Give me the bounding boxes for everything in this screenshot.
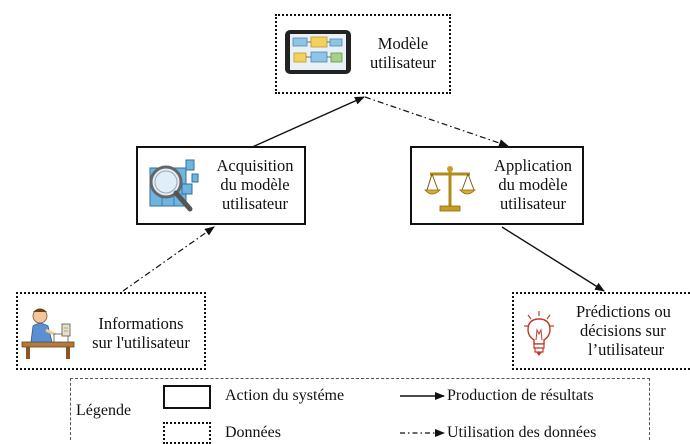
- node-application: Application du modèle utilisateur: [410, 146, 584, 225]
- node-predictions-label: Prédictions ou décisions sur l’utilisate…: [576, 302, 671, 359]
- edge-info-to-acquisition: [122, 226, 215, 292]
- scales-icon: [424, 164, 476, 219]
- person-at-desk-icon: [20, 302, 78, 365]
- lightbulb-icon: [524, 310, 554, 363]
- legend-result-production-label: Production de résultats: [447, 387, 594, 404]
- node-user-info: Informations sur l'utilisateur: [16, 292, 206, 370]
- node-acquisition: Acquisition du modèle utilisateur: [136, 146, 306, 225]
- node-user-model: Modèle utilisateur: [275, 14, 451, 94]
- node-application-label: Application du modèle utilisateur: [494, 156, 572, 213]
- node-predictions: Prédictions ou décisions sur l’utilisate…: [512, 292, 690, 370]
- legend-title: Légende: [76, 402, 132, 419]
- legend: Légende Action du systéme Production de …: [70, 378, 650, 444]
- legend-dotted-box: [163, 422, 211, 444]
- node-user-model-label: Modèle utilisateur: [370, 34, 436, 72]
- node-user-info-label: Informations sur l'utilisateur: [92, 314, 190, 352]
- legend-data-label: Données: [225, 424, 281, 441]
- edge-application-to-predictions: [501, 226, 605, 292]
- edge-acquisition-to-model: [249, 96, 365, 149]
- tablet-icon: [284, 29, 352, 80]
- magnifier-puzzle-icon: [142, 154, 204, 225]
- edge-model-to-application: [364, 96, 509, 147]
- legend-solid-box: [163, 385, 211, 409]
- legend-data-use-label: Utilisation des données: [447, 424, 597, 441]
- node-acquisition-label: Acquisition du modèle utilisateur: [216, 156, 294, 213]
- legend-system-action-label: Action du systéme: [225, 387, 345, 404]
